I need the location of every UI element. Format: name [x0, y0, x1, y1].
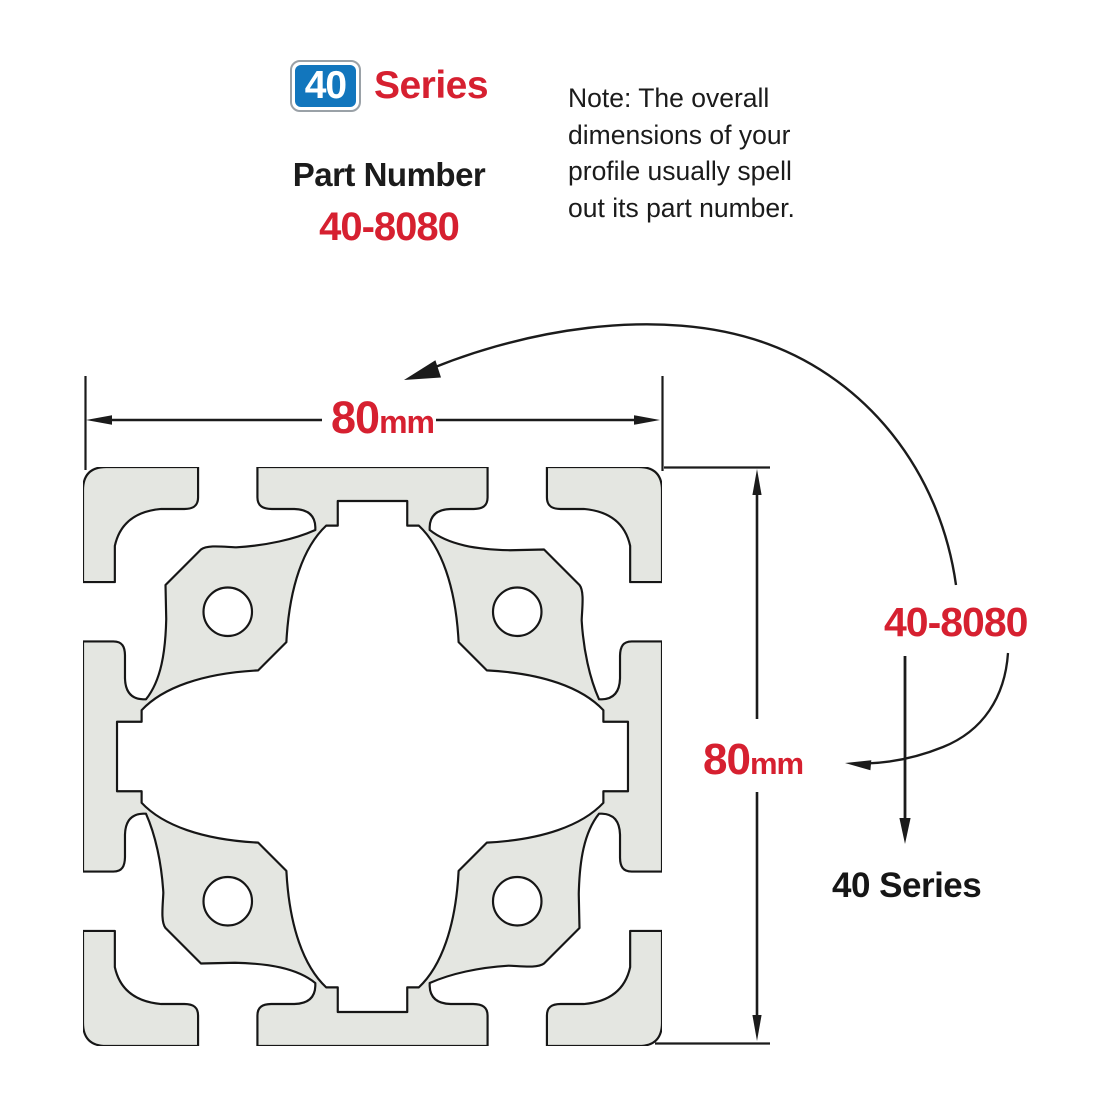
- note-line: out its part number.: [568, 192, 795, 223]
- bore-hole-bottom-left: [202, 875, 254, 927]
- note-line: Note: The overall: [568, 83, 770, 113]
- corner-block-bottom-right: [545, 929, 662, 1046]
- bore-hole-top-right: [491, 586, 543, 638]
- series-title-row: 40 Series: [270, 60, 508, 112]
- height-dimension-value: 80: [703, 735, 751, 784]
- extension-lines: [84, 376, 770, 1045]
- series-badge-label: 40: [304, 64, 347, 107]
- width-dimension: [86, 415, 660, 425]
- curved-arrowhead-to-height: [845, 760, 872, 771]
- corner-block-bottom-left: [83, 929, 200, 1046]
- corner-block-top-right: [545, 467, 662, 584]
- height-dimension-unit: mm: [749, 746, 804, 781]
- curved-arrowhead-to-width: [404, 360, 441, 380]
- callout-arrows: [404, 323, 1010, 844]
- width-dim-arrowhead-left: [86, 415, 112, 425]
- height-dim-arrowhead-bottom: [752, 1015, 762, 1041]
- note-text: Note: The overall dimensions of your pro…: [568, 80, 828, 226]
- bore-hole-bottom-right: [491, 875, 543, 927]
- width-dim-arrowhead-right: [634, 415, 660, 425]
- part-number-to-width-curved-arrow: [411, 323, 958, 586]
- height-dimension: [752, 469, 762, 1041]
- down-arrowhead-to-series: [899, 818, 911, 844]
- title-block: 40 Series Part Number 40-8080: [270, 60, 508, 250]
- series-badge: 40: [289, 60, 361, 112]
- series-badge-number: 40: [294, 64, 356, 107]
- bore-hole-top-left: [202, 586, 254, 638]
- note-line: profile usually spell: [568, 156, 792, 187]
- height-dim-arrowhead-top: [752, 469, 762, 495]
- central-cavity: [115, 499, 630, 1014]
- corner-block-top-left: [83, 467, 200, 584]
- width-dimension-unit: mm: [379, 404, 435, 440]
- note-line: dimensions of your: [568, 119, 791, 150]
- profile-geometry: [83, 467, 662, 1046]
- width-dimension-value: 80: [331, 392, 380, 443]
- profile-cross-section-drawing: [83, 467, 662, 1046]
- width-dimension-label: 80mm: [331, 392, 435, 443]
- series-word: Series: [373, 64, 489, 107]
- part-number-to-height-curved-arrow: [865, 652, 1010, 765]
- part-number-callout: 40-8080: [884, 599, 1028, 645]
- height-dimension-label: 80mm: [703, 735, 804, 784]
- series-callout: 40 Series: [832, 866, 982, 905]
- part-number-label: Part Number: [292, 156, 486, 193]
- part-number-value: 40-8080: [319, 205, 460, 249]
